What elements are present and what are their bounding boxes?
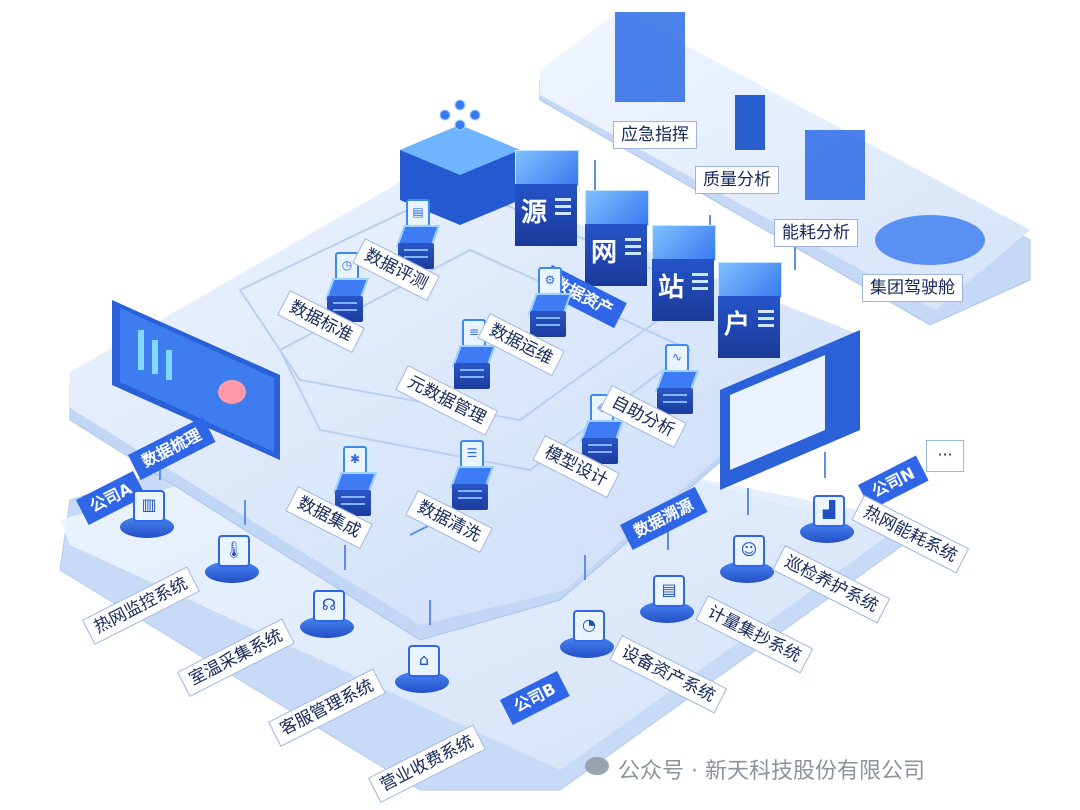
server-icon: ▤ bbox=[640, 575, 694, 623]
gear-icon: ⚙ bbox=[538, 267, 562, 295]
worker-icon: ☺ bbox=[720, 535, 774, 583]
asset-cube-source: 源 bbox=[515, 150, 579, 246]
snowflake-icon: ✱ bbox=[343, 446, 367, 474]
factory-icon: ▟ bbox=[800, 495, 854, 543]
gauge-icon: ◔ bbox=[560, 610, 614, 658]
trend-icon: ∿ bbox=[665, 344, 689, 372]
node-metadata: ≡ bbox=[451, 319, 497, 391]
label-energy-analysis: 能耗分析 bbox=[774, 219, 858, 247]
node-self-analysis: ∿ bbox=[654, 344, 700, 416]
label-group-cockpit: 集团驾驶舱 bbox=[862, 274, 963, 302]
watermark-text: 公众号 · 新天科技股份有限公司 bbox=[618, 759, 925, 784]
node-data-ops: ⚙ bbox=[527, 267, 573, 339]
more-indicator: ··· bbox=[926, 440, 964, 472]
label-emergency-command: 应急指挥 bbox=[613, 121, 697, 149]
asset-cube-user: 户 bbox=[718, 262, 782, 358]
store-icon: ⌂ bbox=[395, 645, 449, 693]
headset-icon: ☊ bbox=[300, 590, 354, 638]
asset-cube-station: 站 bbox=[652, 225, 716, 321]
node-data-cleaning: ☰ bbox=[449, 440, 495, 512]
form-icon: ☰ bbox=[460, 440, 484, 468]
asset-cube-network: 网 bbox=[585, 190, 649, 286]
wechat-icon bbox=[585, 757, 609, 775]
thermometer-icon: 🌡 bbox=[205, 535, 259, 583]
chart-icon: ▤ bbox=[406, 199, 430, 227]
asset-cube-network-char: 网 bbox=[591, 238, 618, 268]
monitor-icon: ▥ bbox=[120, 490, 174, 538]
label-quality-analysis: 质量分析 bbox=[695, 166, 779, 194]
asset-cube-source-char: 源 bbox=[521, 198, 548, 228]
asset-cube-station-char: 站 bbox=[658, 273, 685, 303]
asset-cube-user-char: 户 bbox=[724, 310, 751, 340]
